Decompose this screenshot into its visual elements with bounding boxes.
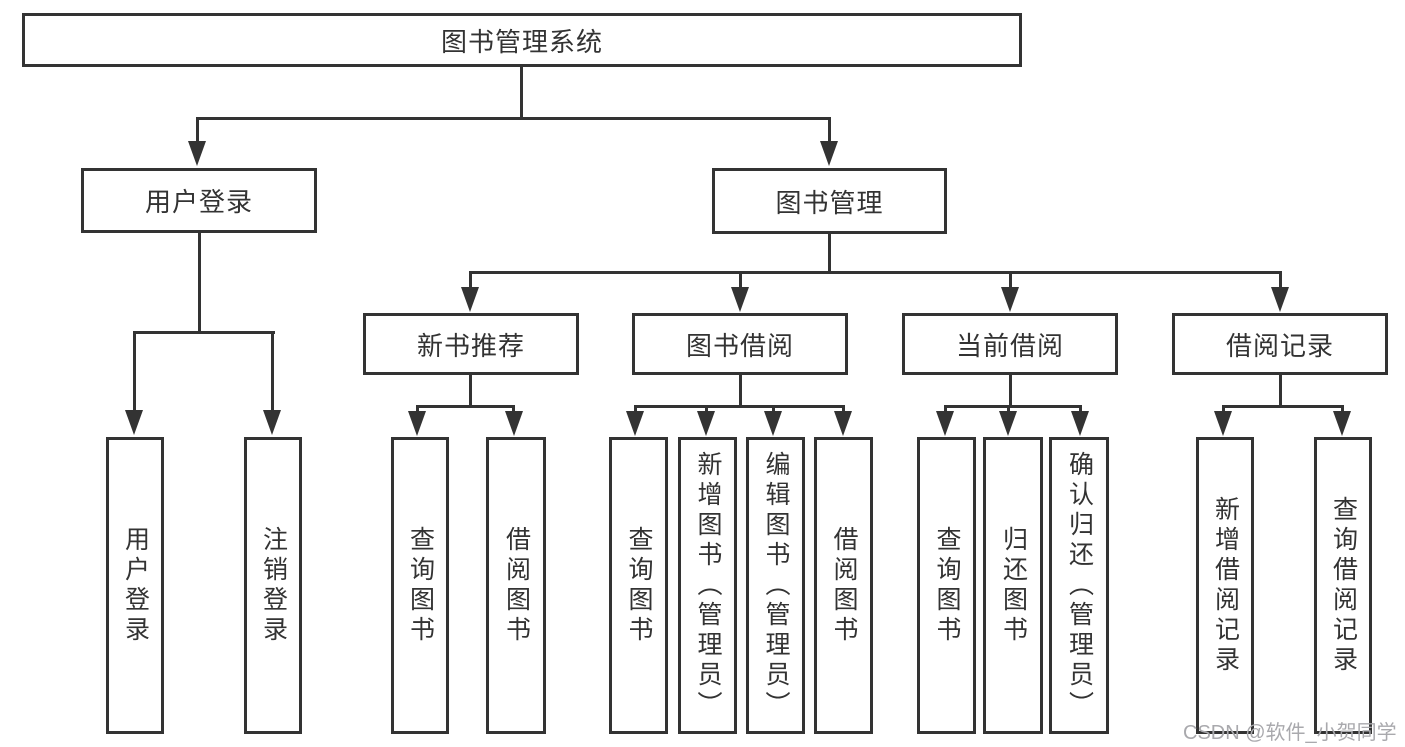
connector-line	[512, 405, 515, 414]
node-root: 图书管理系统	[22, 13, 1022, 67]
node-user-login: 用户登录	[81, 168, 317, 233]
leaf-cb-confirm-return-admin: 确认归还（管理员）	[1049, 437, 1109, 734]
arrow-down-icon	[125, 410, 143, 435]
leaf-bb-add-book-admin: 新增图书（管理员）	[678, 437, 737, 734]
arrow-down-icon	[999, 411, 1017, 436]
leaf-cb-query-book-label: 查询图书	[933, 525, 961, 646]
leaf-bb-borrow-book: 借阅图书	[814, 437, 873, 734]
leaf-user-login: 用户登录	[106, 437, 164, 734]
node-borrow-record-label: 借阅记录	[1225, 330, 1334, 361]
leaf-bb-query-book: 查询图书	[609, 437, 668, 734]
connector-line	[133, 331, 136, 411]
connector-line	[198, 232, 201, 333]
connector-line	[739, 271, 742, 289]
connector-line	[470, 271, 1282, 274]
connector-line	[1222, 405, 1225, 414]
leaf-bb-edit-book-admin-label: 编辑图书（管理员）	[762, 450, 790, 721]
leaf-user-login-label: 用户登录	[121, 525, 150, 646]
arrow-down-icon	[1271, 287, 1289, 312]
leaf-rec-borrow-book-label: 借阅图书	[502, 525, 531, 646]
connector-line	[705, 405, 708, 414]
arrow-down-icon	[936, 411, 954, 436]
leaf-br-add-record: 新增借阅记录	[1196, 437, 1254, 734]
arrow-down-icon	[764, 411, 782, 436]
arrow-down-icon	[1001, 287, 1019, 312]
arrow-down-icon	[505, 411, 523, 436]
connector-line	[739, 374, 742, 408]
leaf-cb-query-book: 查询图书	[917, 437, 976, 734]
connector-line	[772, 405, 775, 414]
node-borrow-record: 借阅记录	[1172, 313, 1388, 375]
node-book-borrow: 图书借阅	[632, 313, 848, 375]
connector-line	[944, 405, 1082, 408]
leaf-bb-query-book-label: 查询图书	[625, 525, 653, 646]
connector-line	[271, 331, 274, 411]
arrow-down-icon	[834, 411, 852, 436]
arrow-down-icon	[697, 411, 715, 436]
leaf-br-query-record-label: 查询借阅记录	[1329, 495, 1358, 676]
connector-root-branch	[197, 117, 831, 120]
leaf-bb-edit-book-admin: 编辑图书（管理员）	[746, 437, 805, 734]
connector-line	[1341, 405, 1344, 414]
connector-root-stem	[520, 67, 523, 118]
connector-line	[1007, 405, 1010, 414]
leaf-rec-borrow-book: 借阅图书	[486, 437, 546, 734]
arrow-down-icon	[1333, 411, 1351, 436]
node-current-borrow-label: 当前借阅	[955, 330, 1064, 361]
arrow-down-icon	[408, 411, 426, 436]
connector-line	[944, 405, 947, 414]
arrow-down-icon	[461, 287, 479, 312]
node-user-login-label: 用户登录	[144, 187, 253, 217]
connector-line	[416, 405, 419, 414]
node-root-label: 图书管理系统	[440, 26, 603, 57]
arrow-down-icon	[731, 287, 749, 312]
connector-line	[1222, 405, 1343, 408]
connector-line	[1009, 374, 1012, 408]
arrow-down-icon	[188, 141, 206, 166]
leaf-br-add-record-label: 新增借阅记录	[1211, 495, 1240, 676]
connector-line	[842, 405, 845, 414]
leaf-br-query-record: 查询借阅记录	[1314, 437, 1372, 734]
connector-line	[1009, 271, 1012, 289]
arrow-down-icon	[626, 411, 644, 436]
node-book-borrow-label: 图书借阅	[685, 330, 794, 361]
leaf-bb-add-book-admin-label: 新增图书（管理员）	[694, 450, 722, 721]
leaf-logout-login-label: 注销登录	[259, 525, 288, 646]
node-new-book-rec: 新书推荐	[363, 313, 579, 375]
connector-line	[1279, 271, 1282, 289]
arrow-down-icon	[820, 141, 838, 166]
leaf-rec-query-book-label: 查询图书	[406, 525, 435, 646]
arrow-down-icon	[1214, 411, 1232, 436]
leaf-logout-login: 注销登录	[244, 437, 302, 734]
connector-line	[196, 117, 199, 143]
connector-line	[634, 405, 637, 414]
leaf-cb-confirm-return-admin-label: 确认归还（管理员）	[1065, 450, 1094, 721]
connector-line	[1079, 405, 1082, 414]
node-current-borrow: 当前借阅	[902, 313, 1118, 375]
node-book-mgmt-label: 图书管理	[775, 187, 884, 218]
connector-line	[469, 374, 472, 408]
connector-line	[828, 117, 831, 143]
csdn-watermark: CSDN @软件_小贺同学	[1183, 722, 1397, 744]
leaf-cb-return-book: 归还图书	[983, 437, 1043, 734]
arrow-down-icon	[263, 410, 281, 435]
connector-line	[828, 233, 831, 273]
connector-line	[134, 331, 275, 334]
connector-line	[416, 405, 515, 408]
node-new-book-rec-label: 新书推荐	[416, 330, 525, 361]
arrow-down-icon	[1071, 411, 1089, 436]
leaf-bb-borrow-book-label: 借阅图书	[830, 525, 858, 646]
leaf-cb-return-book-label: 归还图书	[999, 525, 1028, 646]
node-book-mgmt: 图书管理	[712, 168, 947, 234]
leaf-rec-query-book: 查询图书	[391, 437, 449, 734]
connector-line	[634, 405, 844, 408]
connector-line	[469, 271, 472, 289]
connector-line	[1279, 374, 1282, 408]
